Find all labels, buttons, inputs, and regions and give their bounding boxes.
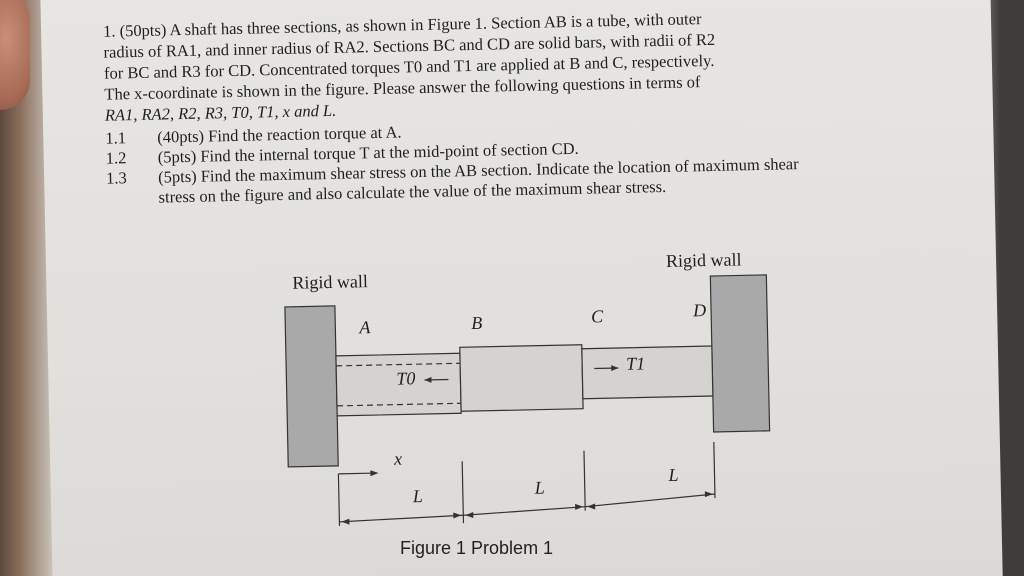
x-coordinate-label: x xyxy=(393,448,403,469)
length-1-label: L xyxy=(412,486,424,507)
length-2-label: L xyxy=(534,477,545,498)
dim-tick-c xyxy=(583,450,586,511)
question-2-number: 1.2 xyxy=(105,148,127,168)
x-origin-line xyxy=(337,473,341,526)
paper-sheet: 1. (50pts) A shaft has three sections, a… xyxy=(40,0,1003,576)
tube-inner-bottom xyxy=(336,402,461,407)
left-wall-label: Rigid wall xyxy=(292,271,369,293)
torque-0-label: T0 xyxy=(396,368,416,389)
dim-line-1 xyxy=(339,514,464,523)
tube-inner-top xyxy=(336,362,461,367)
shaft-diagram xyxy=(284,274,771,526)
point-b-label: B xyxy=(471,312,483,334)
dim-tick-b xyxy=(461,461,465,524)
problem-statement: 1. (50pts) A shaft has three sections, a… xyxy=(103,6,825,126)
dim-tick-d xyxy=(713,441,716,498)
question-list: 1.1 (40pts) Find the reaction torque at … xyxy=(105,114,827,209)
figure-caption: Figure 1 Problem 1 xyxy=(400,538,554,558)
x-axis-arrow xyxy=(338,472,377,475)
dim-line-3 xyxy=(585,493,715,508)
section-bc-bar xyxy=(459,344,584,412)
dim-line-2 xyxy=(463,506,586,516)
shaft-figure: Rigid wall Rigid wall A B C D T0 T1 x L … xyxy=(274,249,800,565)
finger xyxy=(0,0,30,110)
length-3-label: L xyxy=(668,464,679,485)
point-c-label: C xyxy=(590,306,604,327)
left-rigid-wall xyxy=(284,305,339,468)
right-wall-label: Rigid wall xyxy=(665,249,742,271)
question-1-number: 1.1 xyxy=(105,128,127,148)
point-d-label: D xyxy=(692,300,707,321)
torque-1-label: T1 xyxy=(625,353,646,374)
question-3-number: 1.3 xyxy=(105,168,127,188)
point-a-label: A xyxy=(359,317,371,338)
right-rigid-wall xyxy=(709,274,771,433)
section-cd-bar xyxy=(581,345,714,400)
